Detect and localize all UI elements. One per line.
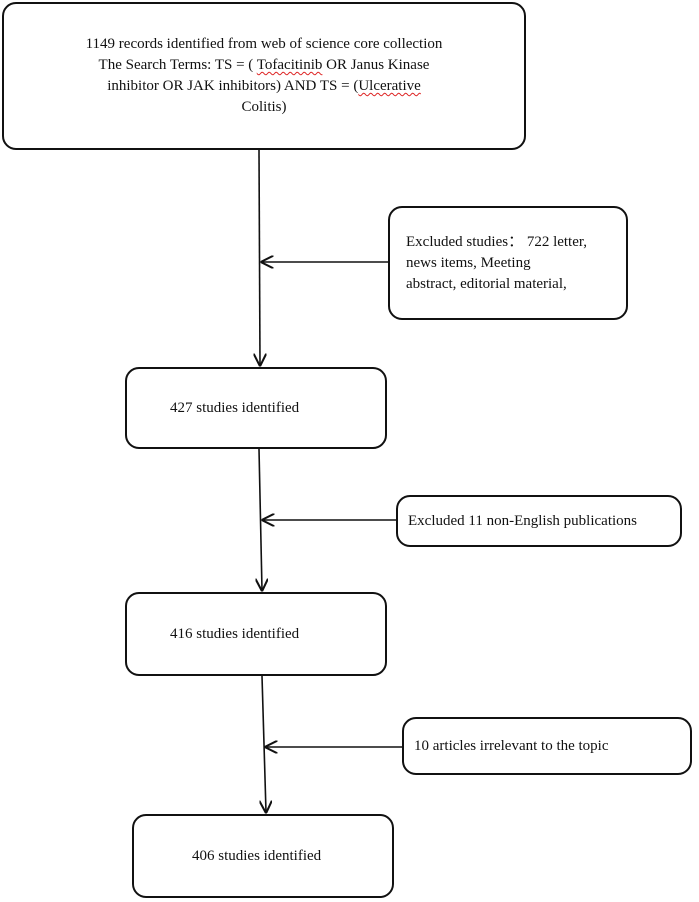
- exclusion-box-3: 10 articles irrelevant to the topic: [402, 717, 692, 775]
- exclusion-1-line-3: abstract, editorial material,: [406, 275, 567, 292]
- exclusion-box-1: Excluded studies： 722 letter, news items…: [388, 206, 628, 320]
- search-line-4: Colitis): [241, 99, 287, 115]
- exclusion-1-text: Excluded studies： 722 letter, news items…: [406, 232, 587, 295]
- search-line-3-text: inhibitor OR JAK inhibitors) AND TS = (: [107, 78, 359, 94]
- search-term-ulcerative: Ulcerative: [358, 78, 421, 94]
- studies-427-label: 427 studies identified: [170, 399, 300, 416]
- search-line-1: 1149 records identified from web of scie…: [85, 36, 443, 52]
- search-records-text: 1149 records identified from web of scie…: [29, 34, 499, 118]
- studies-427-box: 427 studies identified: [125, 367, 387, 449]
- exclusion-1-line-2: news items, Meeting: [406, 254, 531, 271]
- search-line-2-prefix: The Search Terms: TS = (: [98, 57, 257, 73]
- exclusion-3-label: 10 articles irrelevant to the topic: [414, 737, 609, 754]
- studies-406-box: 406 studies identified: [132, 814, 394, 898]
- studies-416-box: 416 studies identified: [125, 592, 387, 676]
- search-line-2-suffix: OR Janus Kinase: [322, 57, 430, 73]
- search-line-3: inhibitor OR JAK inhibitors) AND TS = (U…: [29, 76, 499, 97]
- arrow-427-to-416: [259, 448, 262, 590]
- search-line-2: The Search Terms: TS = ( Tofacitinib OR …: [29, 55, 499, 76]
- search-term-tofacitinib: Tofacitinib: [256, 57, 323, 73]
- search-records-box: 1149 records identified from web of scie…: [2, 2, 526, 150]
- arrow-search-to-427: [259, 149, 260, 365]
- arrow-416-to-406: [262, 675, 266, 812]
- exclusion-box-2: Excluded 11 non-English publications: [396, 495, 682, 547]
- exclusion-1-line-1: Excluded studies： 722 letter,: [406, 233, 588, 250]
- studies-406-label: 406 studies identified: [192, 847, 322, 864]
- studies-416-label: 416 studies identified: [170, 625, 300, 642]
- exclusion-2-label: Excluded 11 non-English publications: [408, 512, 637, 529]
